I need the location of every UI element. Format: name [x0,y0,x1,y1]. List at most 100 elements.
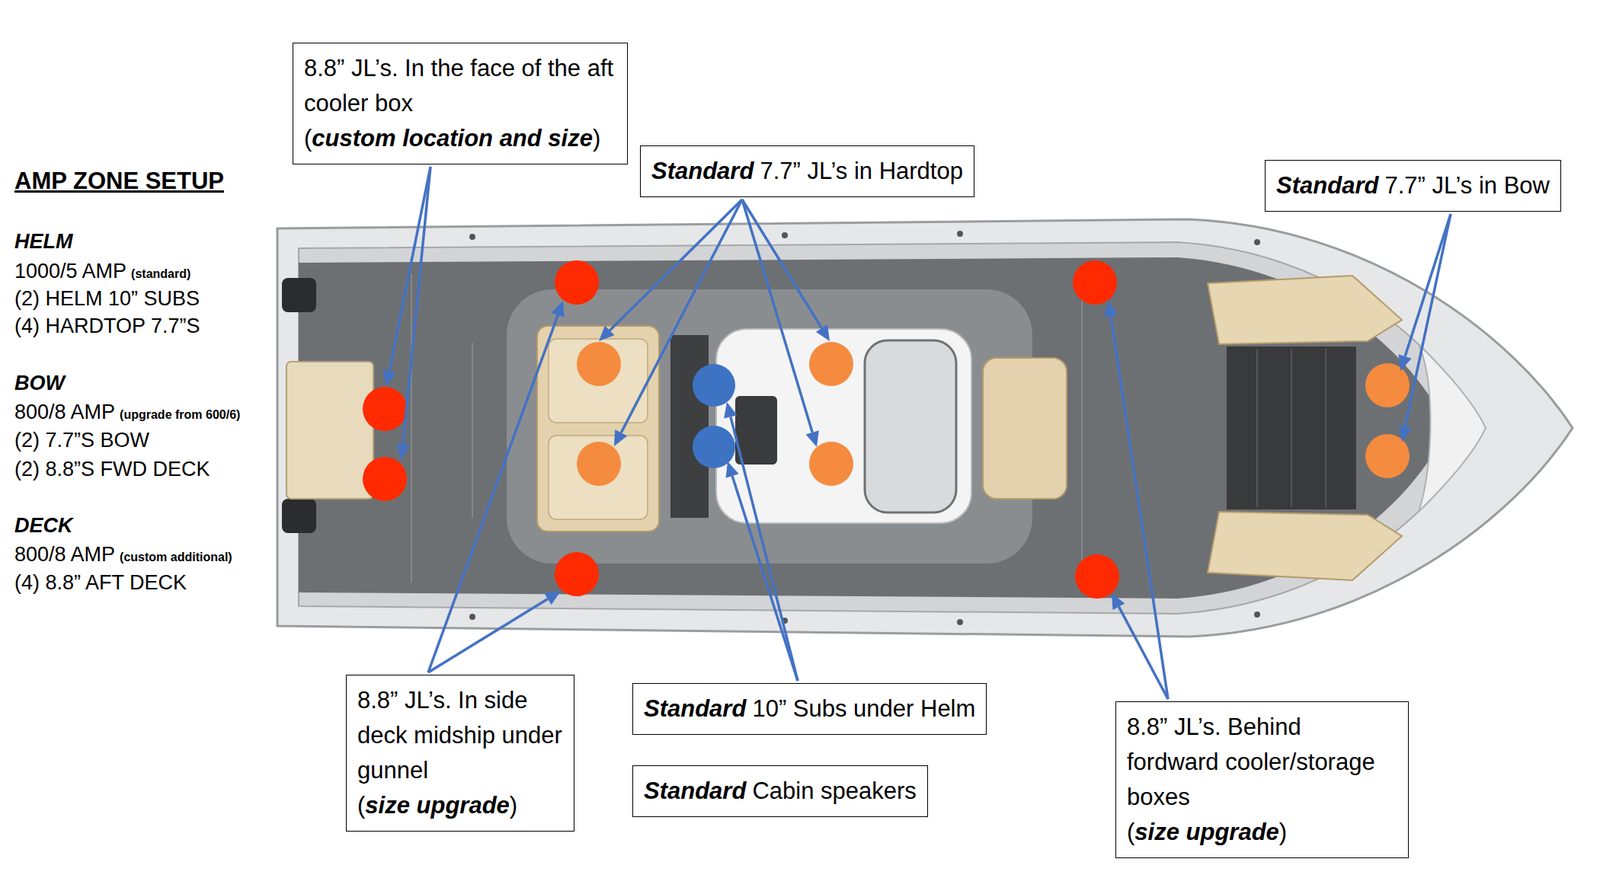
arrowhead [806,430,820,448]
leaning-post [537,326,660,532]
spec-line: (4) 8.8” AFT DECK [14,571,187,595]
callout-box: Standard7.7” JL’s in Hardtop [640,145,975,198]
spec-note: (standard) [131,267,191,281]
spec-row: 1000/5 AMP (standard) [14,257,191,285]
windshield [864,340,957,513]
speaker-8-8 [554,260,599,305]
spec-row: DECK [14,512,74,540]
spec-line: 800/8 AMP [14,543,116,567]
spec-row: (4) 8.8” AFT DECK [14,569,187,597]
arrowhead [382,370,397,387]
helm-dash [735,396,778,465]
spec-row: (4) HARDTOP 7.7”S [14,312,201,340]
teak-line [1290,348,1293,508]
aft-cooler-box [286,361,374,500]
spec-line: (2) HELM 10” SUBS [14,287,200,311]
console-seat [982,358,1067,500]
leader-line [389,166,431,372]
stern-hatch [281,278,317,313]
leader-line [1110,316,1168,700]
callout-text: 10” Subs under Helm [752,695,976,723]
callout-text: ) [509,792,518,820]
deck-seam [1081,274,1083,583]
spec-row: 800/8 AMP(upgrade from 600/6) [14,398,240,426]
callout-box: Standard7.7” JL’s in Bow [1264,160,1562,212]
speaker-7-7 [1365,363,1410,408]
leader-line [609,199,743,331]
leader-line [742,199,813,433]
spec-note: (custom additional) [119,550,233,564]
arrowhead [396,444,410,461]
callout-emphasis: custom location and size [311,124,593,152]
callout-box: 8.8” JL’s. In the face of the aft cooler… [292,42,628,165]
callout-emphasis: Standard [651,157,754,185]
callout-emphasis: size upgrade [364,792,510,820]
arrowhead [544,591,561,605]
hardtop-shadow [506,289,1033,564]
zone-name: DECK [14,514,74,538]
speaker-7-7 [809,342,854,387]
spec-line: 800/8 AMP [14,400,116,424]
heading: AMP ZONE SETUP [14,166,224,197]
arrowhead [1111,593,1125,611]
zone-name: HELM [14,230,74,253]
spec-row: (2) 8.8”S FWD DECK [14,455,211,484]
arrowhead [1398,354,1412,372]
arrowhead [598,326,615,342]
callout-text: Cabin speakers [752,777,916,805]
callout-text: ) [592,124,601,152]
screw [956,230,964,237]
spec-row: HELM [14,227,74,256]
teak-floor [1226,346,1357,510]
deck-seam [471,342,474,519]
arrowhead [614,429,628,447]
zone-name: BOW [14,371,65,395]
leader-line [730,416,798,682]
teak-line [1324,348,1327,508]
speaker-7-7 [576,342,621,387]
callout-text: 7.7” JL’s in Bow [1384,172,1550,199]
deck-floor [298,257,1448,599]
spec-row: BOW [14,369,65,397]
speaker-7-7 [1365,434,1410,479]
callout-text: 8.8” JL’s. In side deck midship under gu… [357,683,564,789]
teak-line [1256,348,1258,508]
speaker-7-7 [809,441,854,487]
spec-line: (2) 8.8”S FWD DECK [14,457,211,481]
arrowhead [723,402,737,420]
console [716,329,972,524]
callout-text: ( [304,124,312,152]
helm-floor [670,335,709,519]
speaker-8-8 [1072,260,1117,305]
callout-text: 8.8” JL’s. In the face of the aft cooler… [304,51,617,122]
leader-line [742,199,822,329]
bow-seat [1207,512,1402,581]
stern-hatch [281,499,317,534]
speaker-8-8 [362,387,407,432]
arrowhead [1398,425,1412,442]
callout-box: Standard10” Subs under Helm [632,683,987,736]
leader-line [403,166,431,445]
leader-line [1118,607,1168,700]
callout-text: 7.7” JL’s in Hardtop [759,157,964,185]
callout-text: ) [1279,819,1287,846]
spec-row: 800/8 AMP(custom additional) [14,540,233,569]
arrowhead [551,300,565,318]
screw [956,619,964,626]
spec-line: 1000/5 AMP [14,259,127,283]
spec-row: (2) HELM 10” SUBS [14,284,200,313]
speaker-8-8 [554,552,599,597]
screw [1254,611,1261,618]
arrowhead [726,461,740,479]
leader-line [1404,214,1451,357]
leader-line [732,476,798,682]
callout-box: 8.8” JL’s. Behind fordward cooler/storag… [1115,701,1409,859]
gunwale [298,242,1482,615]
speaker-8-8 [1075,554,1120,599]
screw [1254,239,1261,246]
leader-line [428,315,558,673]
callout-text: ( [357,792,365,820]
screw [469,233,476,240]
leader-line [1404,214,1451,427]
spec-note: (upgrade from 600/6) [119,408,240,422]
